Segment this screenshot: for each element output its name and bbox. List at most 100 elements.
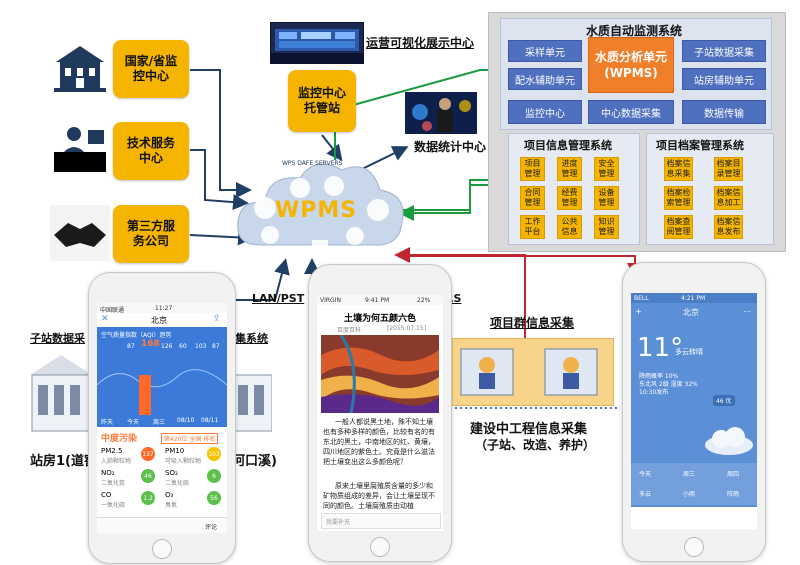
arrow-tech-to-cloud [190,149,249,211]
stats-person-image [405,92,477,134]
weather-aqi-badge[interactable]: 46 优 [713,395,735,406]
forecast-desc: 小雨 [683,491,696,498]
archive-item: 档案信息加工 [714,186,743,210]
aqi-value: 87 [212,343,220,350]
carrier: 中国联通 [100,307,125,314]
time: 4:21 PM [681,295,706,302]
pollutant-name: NO₂ [101,469,115,477]
soil-article-screen: VIRGIN 9:41 PM 22% 土壤为何五颜六色 百度百科 [2015.0… [317,295,443,531]
article-paragraph: 一般人都说黑土地，殊不知土壤也有多种多样的颜色，比较有名的有东北的黑土，中南地区… [323,418,435,466]
close-icon[interactable]: ✕ [101,314,109,324]
status-bar: 中国联通 11:27 [97,303,227,314]
day-label: 08/11 [201,417,219,424]
add-icon[interactable]: + [635,307,642,316]
status-bar: BELL 4:21 PM [631,293,757,303]
substation-system-title-left: 子站数据采 [30,332,85,345]
water-distribution-unit: 配水辅助单元 [508,68,582,90]
pollutant-value: 56 [207,491,221,505]
project-info-item: 设备管理 [594,186,619,210]
substation-image-left [30,355,92,435]
more-icon[interactable]: ⋯ [743,307,751,316]
project-info-item: 知识管理 [594,215,619,239]
pollutant-value: 103 [207,447,221,461]
air-quality-screen: 中国联通 11:27 ✕ 北京 ⇪ 空气质量指数（AQI）趋势 87 168 1… [97,303,227,533]
arrow-gov-to-cloud [190,69,252,198]
arrow-water-to-cloud [398,184,505,221]
status-bar: VIRGIN 9:41 PM 22% [317,295,443,305]
cloud-icon [705,427,753,455]
stats-center-label: 数据统计中心 [414,140,487,154]
service-desk-icon [50,122,110,178]
pollutant-desc: 二氧化氮 [101,480,126,487]
pollutant-desc: 二氧化硫 [165,480,190,487]
archive-item: 档案信息发布 [714,215,743,239]
pollutant-value: 46 [141,469,155,483]
monitor-center-unit: 监控中心 [508,100,582,124]
pollutant-value: 137 [141,447,155,461]
time: 11:27 [155,305,173,312]
share-icon[interactable]: ⇪ [213,314,221,324]
pollutant-value: 1.2 [141,491,155,505]
handshake-icon [50,205,110,261]
forecast-day: 今天 [639,471,652,478]
article-date: [2015.07.15] [387,325,427,332]
pollutant-name: PM2.5 [101,447,123,455]
wpms-title: WPMS [275,198,358,223]
archive-item: 档案目录管理 [714,157,743,181]
project-info-item: 安全管理 [594,157,619,181]
pollutant-name: PM10 [165,447,185,455]
forecast-strip: 今天 多云 周三 小雨 周四 阵雨 [631,463,757,505]
monitor-host-box: 监控中心托管站 [288,70,356,132]
aqi-label: 空气质量指数（AQI）趋势 [101,332,172,339]
nav-bar: ✕ 北京 ⇪ [97,313,227,328]
forecast-desc: 阵雨 [727,491,740,498]
network-label: LAN/PST [252,292,305,305]
article-paragraph: 原来土壤里腐殖质含量的多少和矿物质组成的差异，会让土壤呈现不同的颜色。土壤腐殖质… [323,482,435,510]
aqi-value-today: 168 [141,339,160,349]
home-button[interactable] [370,537,390,557]
forecast-desc: 多云 [639,491,652,498]
weather-detail: 降雨概率 10% [639,373,679,380]
arrow-cloud-to-stats [359,146,409,171]
project-info-item: 合同管理 [520,186,545,210]
weather-temp: 11° [637,333,684,363]
phone-weather: BELL 4:21 PM + 北京 ⋯ 11° 多云转晴 降雨概率 10% 东北… [622,262,766,562]
weather-detail: 东北风 2级 湿度 32% [639,381,698,388]
substation-system-title-right: 集系统 [235,332,268,345]
day-label: 周三 [153,419,166,426]
carrier: BELL [634,295,649,302]
pollutant-desc: 臭氧 [165,502,178,509]
weather-screen: BELL 4:21 PM + 北京 ⋯ 11° 多云转晴 降雨概率 10% 东北… [631,293,757,529]
day-label: 08/10 [177,417,195,424]
gov-monitor-center-box: 国家/省监控中心 [113,40,189,98]
third-party-company-box: 第三方服务公司 [113,205,189,263]
aqi-chart-area: 空气质量指数（AQI）趋势 87 168 126 60 103 87 昨天 今天… [97,327,227,427]
aqi-value: 60 [179,343,187,350]
pollutant-desc: 一氧化碳 [101,502,126,509]
water-system-title: 水质自动监测系统 [586,24,683,38]
tech-service-center-label: 技术服务中心 [126,136,175,165]
analysis-unit: 水质分析单元(WPMS) [588,37,674,93]
station-aux-unit: 站房辅助单元 [682,68,766,90]
home-button[interactable] [684,537,704,557]
sampling-unit: 采样单元 [508,40,582,62]
ops-screen-wall-image [270,22,364,64]
phone-soil-article: VIRGIN 9:41 PM 22% 土壤为何五颜六色 百度百科 [2015.0… [308,264,452,562]
project-info-item: 经费管理 [557,186,582,210]
city-title: 北京 [151,316,167,325]
pollutant-desc: 入肺颗粒物 [101,458,132,465]
day-label: 昨天 [101,419,114,426]
carrier: VIRGIN [320,297,341,304]
construction-label-2: （子站、改造、养护） [475,438,596,452]
weather-desc: 多云转晴 [675,348,703,356]
analysis-unit-label: 水质分析单元(WPMS) [595,50,668,80]
home-button[interactable] [152,539,172,559]
pollutant-value: 6 [207,469,221,483]
building-icon [50,40,110,96]
comment-button[interactable]: 评论 [205,524,218,531]
pollutant-name: CO [101,491,112,499]
wpms-arc-text: WPS DAFE SERVERS [282,160,343,167]
ranking-badge[interactable]: 第420位 全国 排名 [161,433,219,444]
supplement-input[interactable]: 我要补充 [321,513,441,529]
archive-item: 档案信息采集 [664,157,693,181]
